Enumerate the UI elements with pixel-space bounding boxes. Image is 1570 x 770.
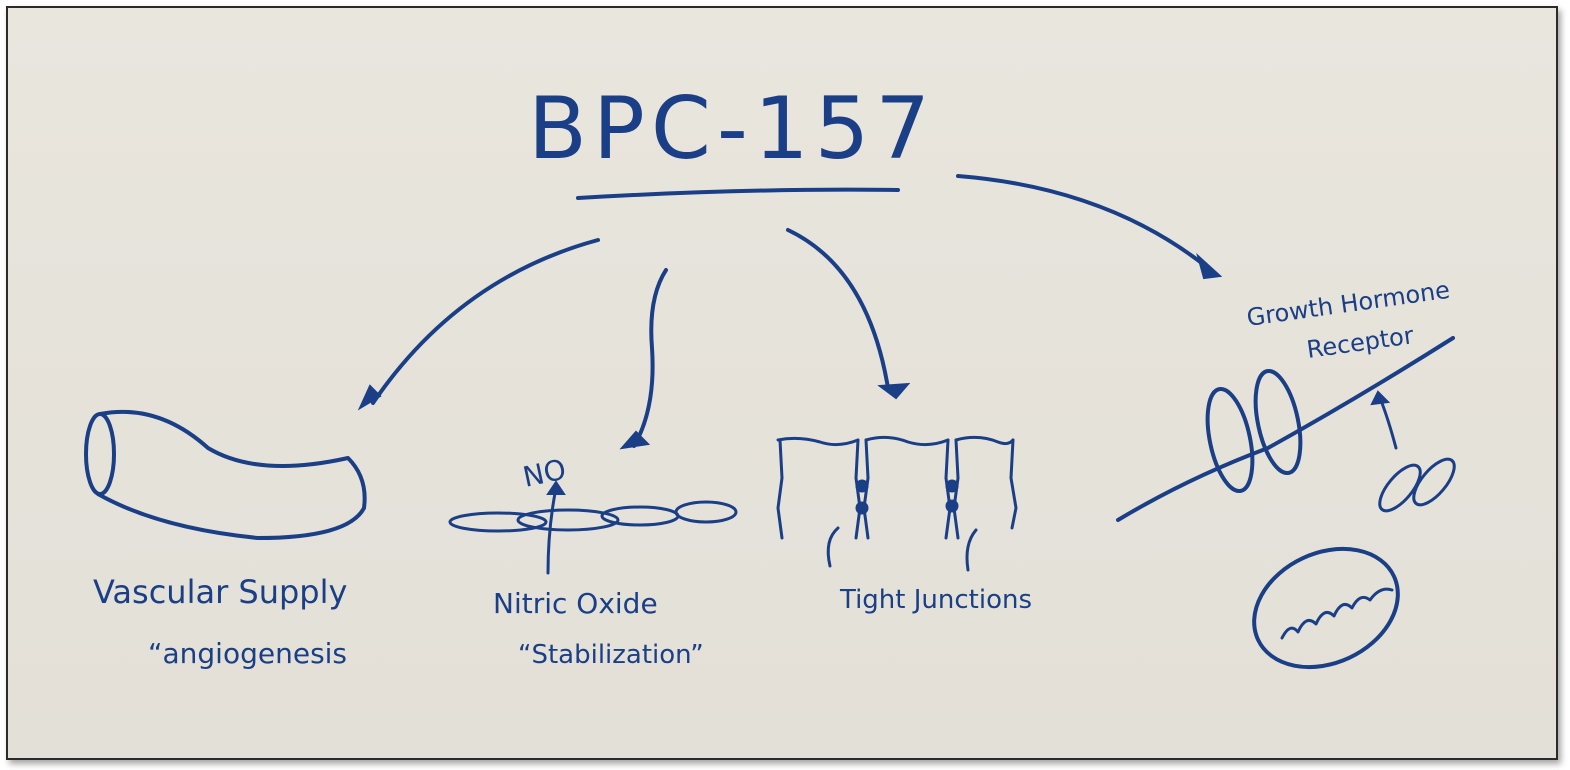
diagram-canvas: BPC-157 Vascular Supply “angiogenesis NO… [84, 79, 1456, 670]
whiteboard: BPC-157 Vascular Supply “angiogenesis NO… [6, 6, 1558, 760]
arrowhead-vascular [357, 384, 382, 411]
arrow-vascular [371, 238, 600, 405]
label-angiogenesis: “angiogenesis [148, 637, 347, 670]
arrowhead-nitric-oxide [619, 430, 651, 450]
label-tight-junctions: Tight Junctions [839, 585, 1032, 615]
label-no: NO [520, 453, 569, 494]
arrow-growth-hormone [956, 174, 1210, 270]
diagram-title: BPC-157 [528, 79, 936, 179]
label-stabilization: “Stabilization” [518, 640, 704, 670]
arrow-nitric-oxide [632, 268, 668, 448]
growth-hormone-receptor-icon [1116, 336, 1456, 670]
nitric-oxide-icon [448, 480, 738, 575]
arrow-tight-junctions [786, 228, 890, 390]
vessel-icon [84, 409, 367, 540]
label-growth-hormone: Growth Hormone [1245, 276, 1452, 332]
tight-junctions-icon [776, 435, 1018, 572]
arrowhead-tight-junctions [877, 382, 911, 400]
title-underline [576, 187, 900, 200]
label-vascular-supply: Vascular Supply [93, 573, 347, 611]
label-receptor: Receptor [1305, 321, 1416, 364]
label-nitric-oxide: Nitric Oxide [493, 587, 658, 620]
arrowhead-growth-hormone [1196, 252, 1223, 280]
